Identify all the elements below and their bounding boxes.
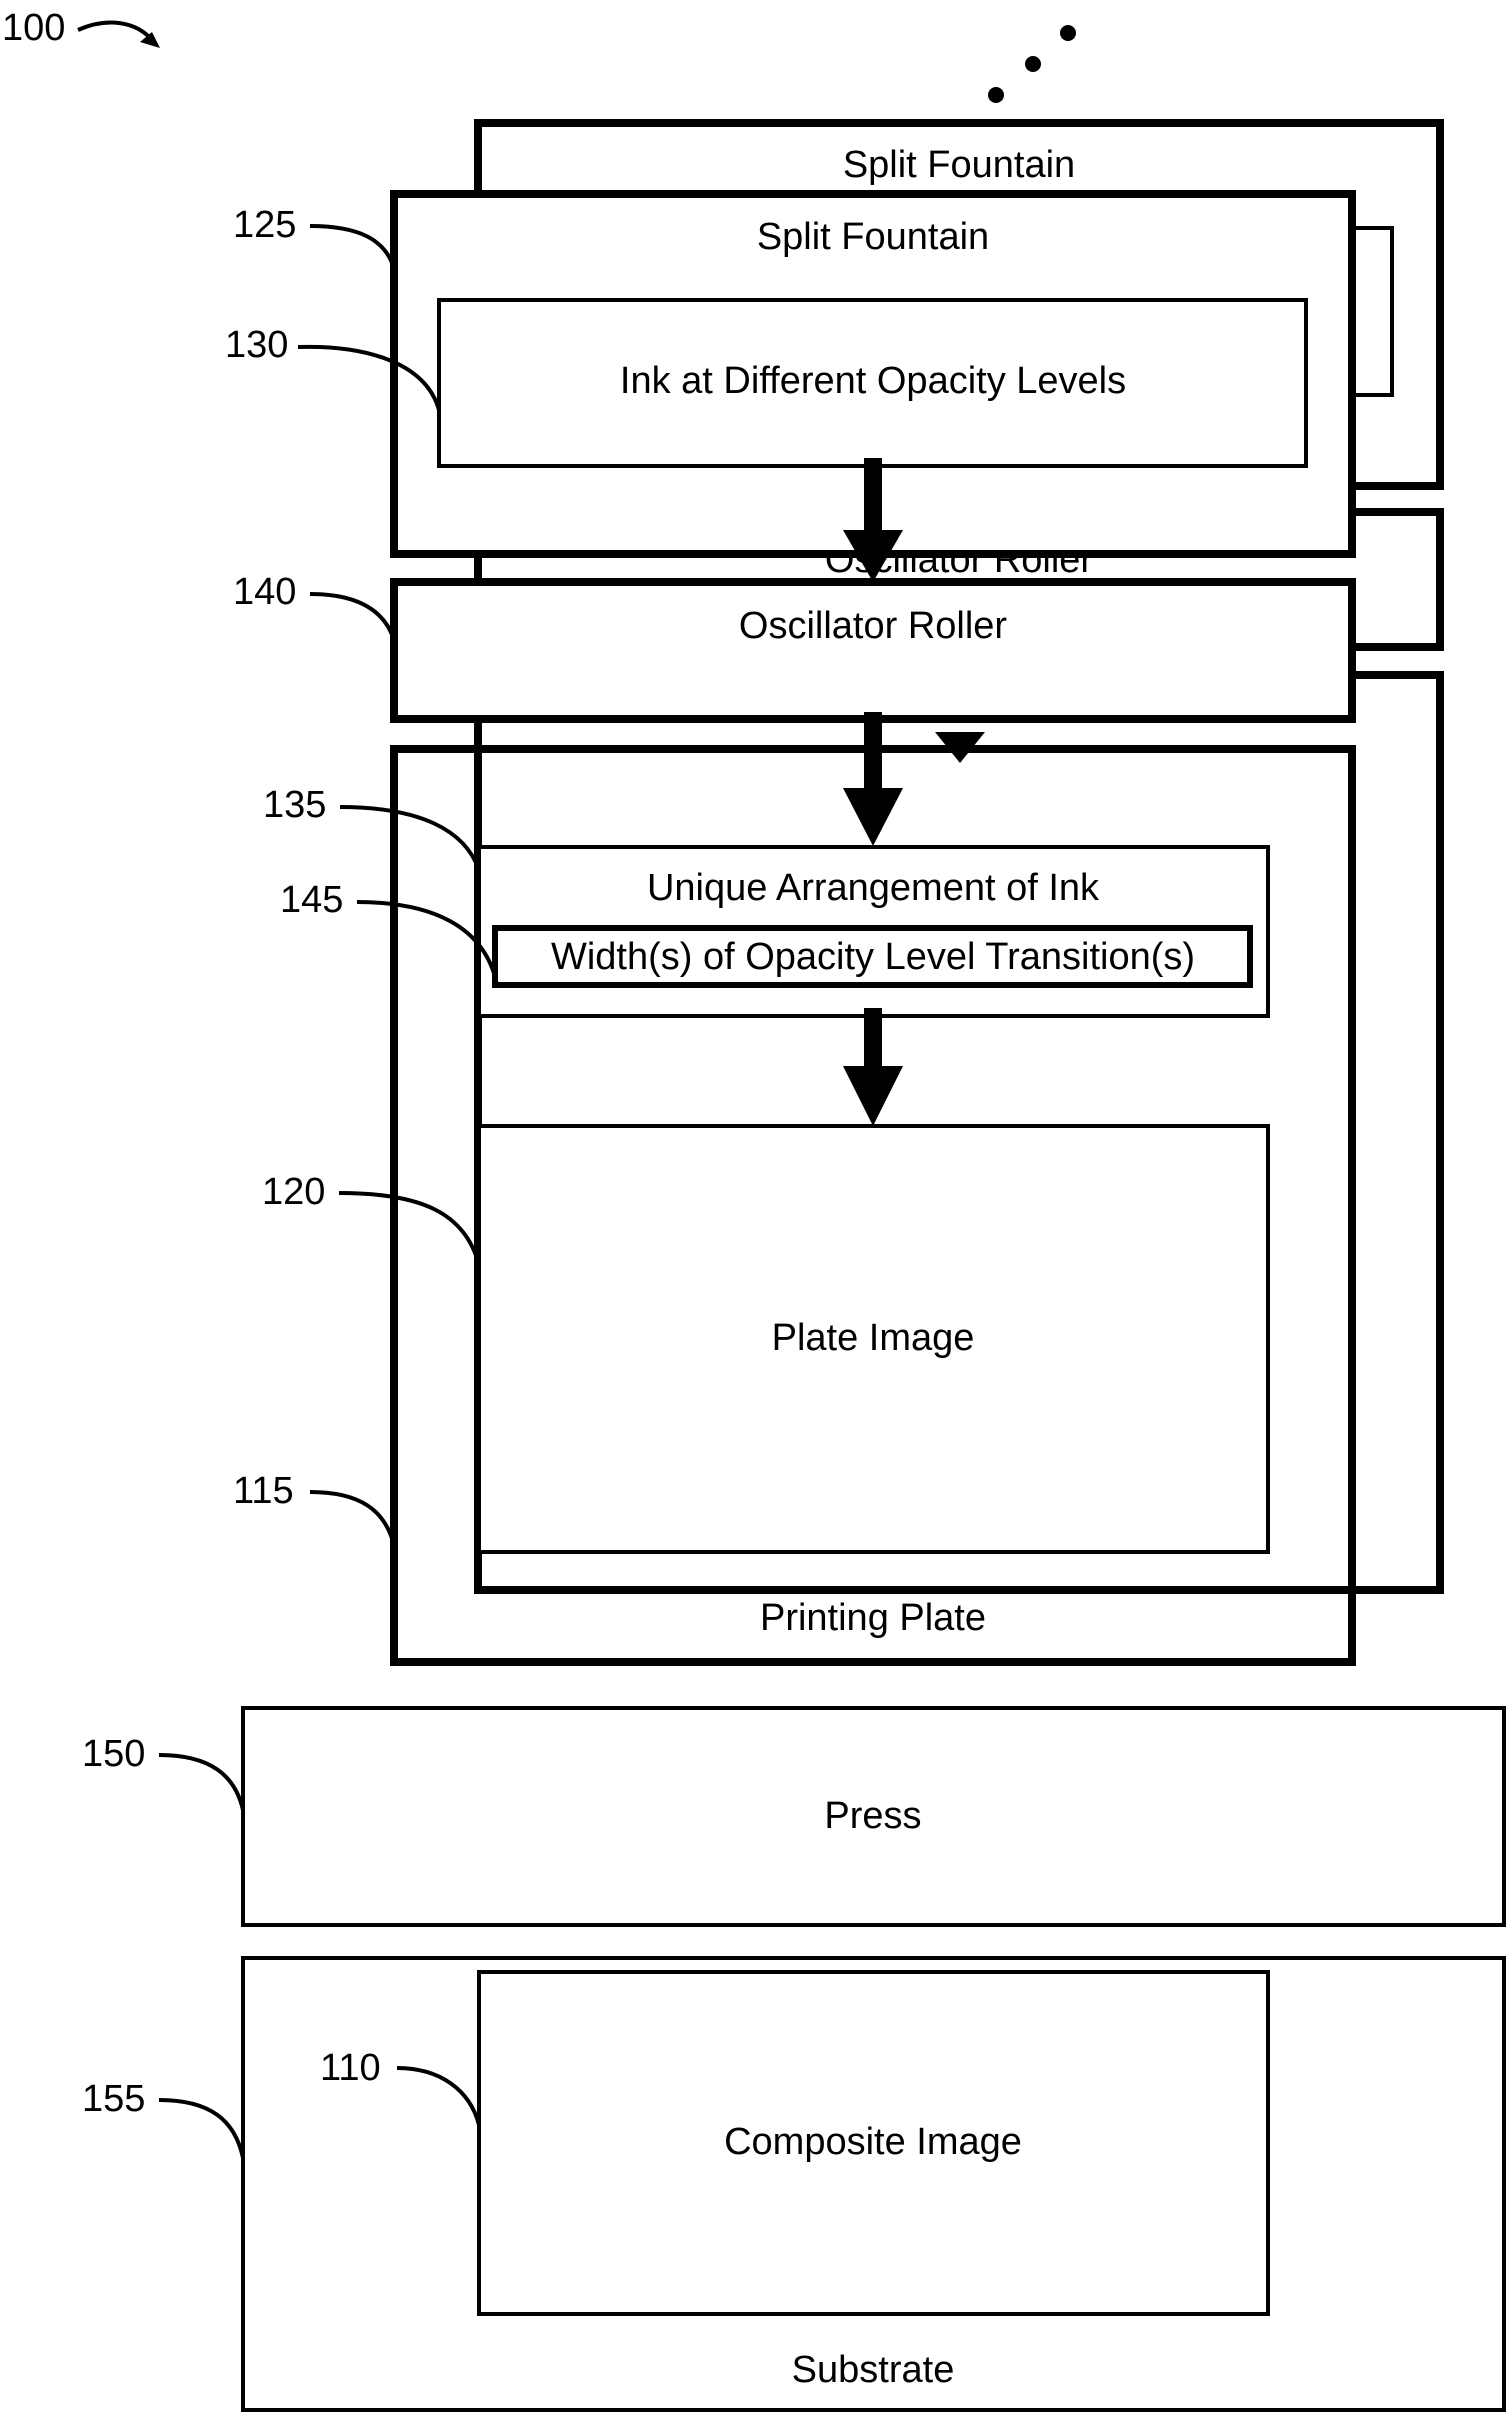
split-fountain-label: Split Fountain <box>757 216 989 258</box>
ellipsis-dots <box>988 25 1076 103</box>
oscillator-roller-ref: 140 <box>233 571 296 613</box>
unique-arrangement-label: Unique Arrangement of Ink <box>647 867 1100 909</box>
oscillator-roller-box <box>394 582 1352 719</box>
widths-ref: 145 <box>280 879 343 921</box>
widths-label: Width(s) of Opacity Level Transition(s) <box>551 936 1195 978</box>
oscillator-roller-leader <box>310 594 394 640</box>
composite-image-label: Composite Image <box>724 2121 1022 2163</box>
substrate-ref: 155 <box>82 2078 145 2120</box>
plate-image-leader <box>339 1193 479 1265</box>
printing-plate-ref: 115 <box>233 1470 294 1512</box>
figure-arrow <box>78 23 152 40</box>
ellipsis-dot <box>988 87 1004 103</box>
ellipsis-dot <box>1025 56 1041 72</box>
press-leader <box>159 1755 243 1810</box>
ink-label: Ink at Different Opacity Levels <box>620 360 1126 402</box>
substrate-label: Substrate <box>792 2349 955 2391</box>
figure-arrow-head <box>140 32 160 48</box>
ink-ref: 130 <box>225 324 288 366</box>
unique-arrangement-leader <box>340 807 479 870</box>
composite-image-ref: 110 <box>320 2047 381 2089</box>
arrow-ink-to-roller-shaft <box>864 458 882 534</box>
ellipsis-dot <box>1060 25 1076 41</box>
back-split-fountain-label: Split Fountain <box>843 144 1075 186</box>
plate-image-label: Plate Image <box>772 1317 975 1359</box>
split-fountain-ref: 125 <box>233 204 296 246</box>
oscillator-roller-label: Oscillator Roller <box>739 605 1008 647</box>
substrate-leader <box>159 2100 243 2158</box>
split-fountain-leader <box>310 226 394 268</box>
press-ref: 150 <box>82 1733 145 1775</box>
printing-plate-label: Printing Plate <box>760 1597 986 1639</box>
plate-image-ref: 120 <box>262 1171 325 1213</box>
printing-plate-leader <box>310 1492 394 1545</box>
unique-arrangement-ref: 135 <box>263 784 326 826</box>
arrow-arrangement-to-image-shaft <box>864 1008 882 1070</box>
figure-number: 100 <box>2 7 65 49</box>
press-label: Press <box>824 1795 921 1837</box>
